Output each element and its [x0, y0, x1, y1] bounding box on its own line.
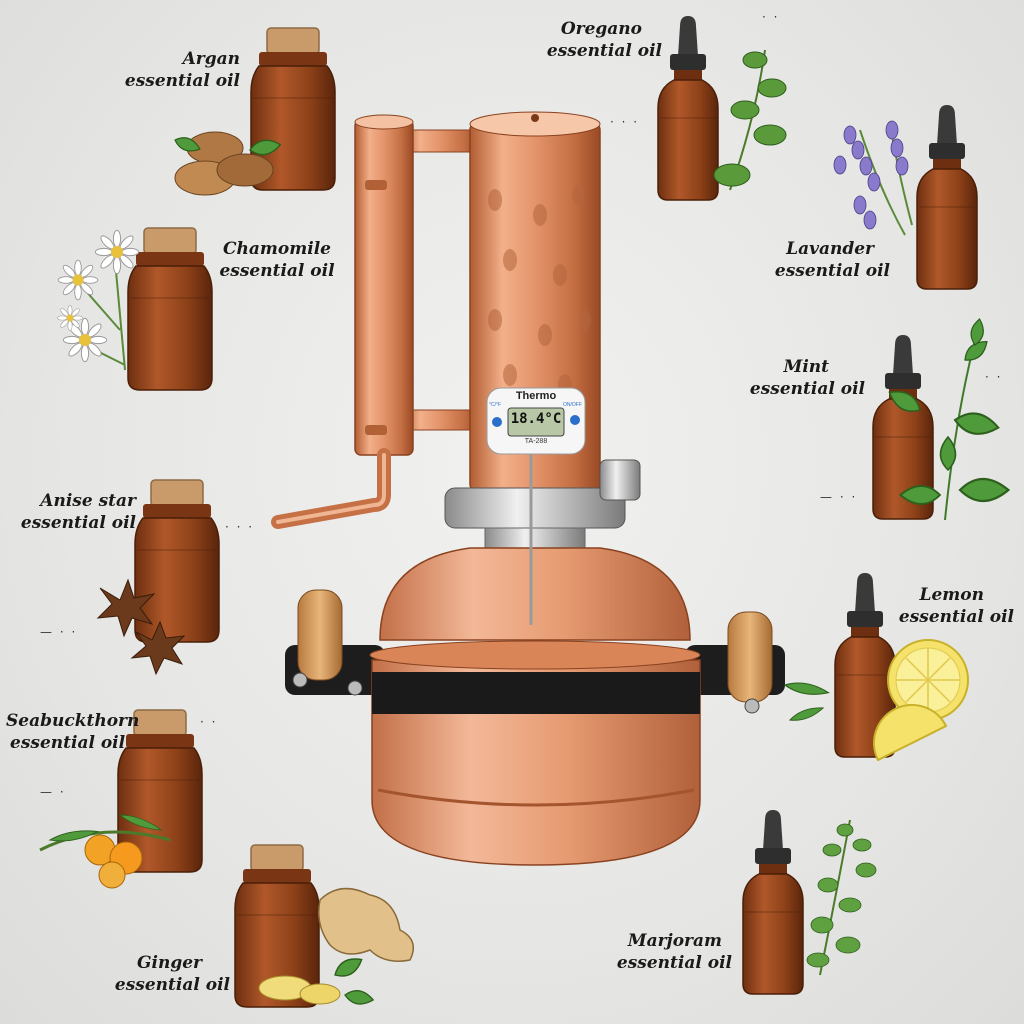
lemon-slices-illustration — [783, 639, 969, 762]
decorative-dots: · · — [200, 715, 218, 729]
decorative-dots: · · · — [225, 520, 255, 534]
label-lavander: Lavander essential oil — [760, 238, 890, 282]
label-seabuckthorn-name: Seabuckthorn — [6, 711, 140, 731]
decorative-dots: · · — [985, 370, 1003, 384]
label-chamomile-name: Chamomile — [223, 239, 331, 259]
decorative-dots: — · · — [820, 490, 858, 504]
oregano-bottle — [657, 15, 719, 201]
thermometer-reading: 18.4°C — [510, 411, 562, 427]
thermometer-brand-label: Thermo — [515, 390, 557, 402]
label-ginger-name: Ginger — [137, 953, 202, 973]
label-ginger: Ginger essential oil — [100, 952, 230, 996]
digital-thermometer — [486, 387, 586, 625]
label-seabuckthorn-sub: essential oil — [10, 733, 126, 753]
label-ginger-sub: essential oil — [114, 975, 230, 995]
label-oregano-name: Oregano — [560, 19, 642, 39]
lavender-sprigs-illustration — [833, 120, 913, 236]
decorative-dots: — · — [40, 785, 66, 799]
label-seabuckthorn: Seabuckthorn essential oil — [6, 710, 146, 754]
anise-star-illustration — [96, 578, 186, 676]
decorative-dots: · · · — [610, 115, 640, 129]
label-marjoram-name: Marjoram — [627, 931, 722, 951]
thermometer-model-label: TA-288 — [524, 438, 548, 445]
label-argan-name: Argan — [182, 49, 240, 69]
thermometer-right-button-label: ON/OFF — [563, 402, 582, 408]
lavender-bottle — [916, 104, 978, 290]
label-lemon-name: Lemon — [919, 585, 984, 605]
label-oregano-sub: essential oil — [546, 41, 662, 61]
label-anise-sub: essential oil — [20, 513, 136, 533]
decorative-dots: — · · — [40, 625, 78, 639]
label-lavander-name: Lavander — [786, 239, 874, 259]
decorative-dots: · · — [762, 10, 780, 24]
label-lemon: Lemon essential oil — [884, 584, 1014, 628]
label-mint: Mint essential oil — [735, 356, 865, 400]
ginger-root-illustration — [258, 887, 415, 1008]
chamomile-bottle — [127, 227, 213, 391]
label-argan: Argan essential oil — [110, 48, 240, 92]
label-mint-sub: essential oil — [749, 379, 865, 399]
label-marjoram-sub: essential oil — [616, 953, 732, 973]
label-anise-name: Anise star — [40, 491, 136, 511]
argan-nuts-illustration — [172, 131, 283, 196]
seabuckthorn-berries-illustration — [39, 810, 171, 889]
marjoram-leaves-illustration — [806, 819, 877, 976]
label-lemon-sub: essential oil — [898, 607, 1014, 627]
mint-leaves-illustration — [884, 317, 1010, 521]
oregano-leaves-illustration — [713, 49, 787, 191]
label-marjoram: Marjoram essential oil — [600, 930, 732, 974]
label-anise: Anise star essential oil — [0, 490, 136, 534]
label-mint-name: Mint — [783, 357, 830, 377]
label-argan-sub: essential oil — [124, 71, 240, 91]
thermometer-left-button-label: °C/°F — [489, 402, 502, 408]
marjoram-bottle — [742, 809, 804, 995]
label-chamomile: Chamomile essential oil — [212, 238, 342, 282]
copper-distiller — [271, 111, 785, 866]
label-lavander-sub: essential oil — [774, 261, 890, 281]
label-chamomile-sub: essential oil — [219, 261, 335, 281]
label-oregano: Oregano essential oil — [530, 18, 662, 62]
chamomile-flowers-illustration — [57, 229, 140, 371]
